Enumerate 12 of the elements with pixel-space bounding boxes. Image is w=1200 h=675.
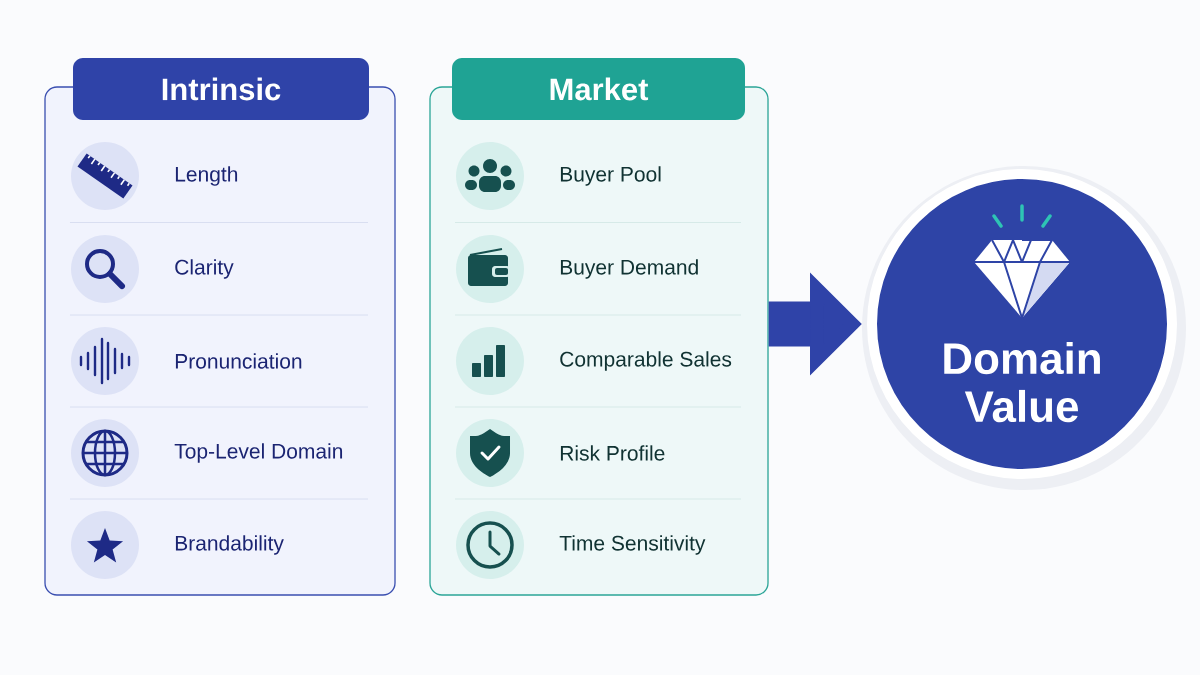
row-label: Top-Level Domain [174, 443, 343, 463]
row-label: Risk Profile [560, 445, 665, 461]
row-label: Comparable Sales [560, 351, 732, 371]
header-tab: Market [452, 58, 745, 120]
row-label: Buyer Pool [560, 166, 661, 186]
row-label: Clarity [175, 259, 234, 279]
row-label: Time Sensitivity [559, 535, 706, 555]
row-label: Pronunciation [175, 353, 302, 369]
row-label: Length [175, 166, 238, 186]
row-label: Brandability [175, 535, 284, 555]
row-label: Buyer Demand [560, 259, 698, 279]
header-tab: Intrinsic [73, 58, 369, 120]
